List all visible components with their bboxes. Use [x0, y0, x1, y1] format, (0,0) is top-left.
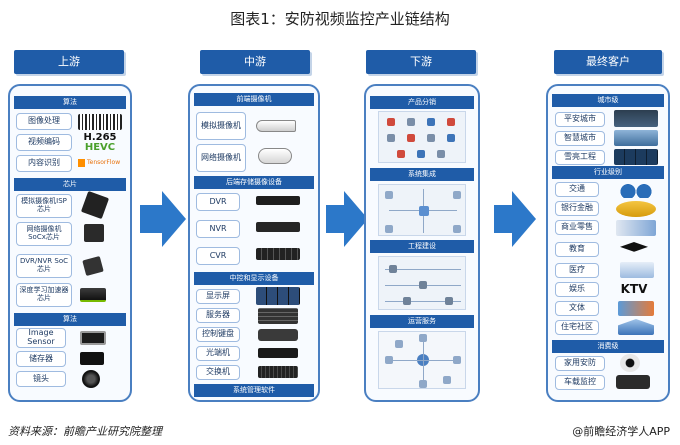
- final-city-item: 平安城市: [555, 112, 605, 127]
- upstream-algo-item: 视频编码: [16, 134, 72, 151]
- smart-city-image: [614, 130, 658, 146]
- final-industry-item: 商业零售: [555, 220, 599, 235]
- upstream-sensor-item: 储存器: [16, 351, 66, 367]
- down-section-header: 产品分销: [370, 96, 474, 109]
- upstream-chip-item: 模拟摄像机ISP芯片: [16, 194, 72, 218]
- traffic-icon: [616, 182, 656, 198]
- final-consumer-item: 车载监控: [555, 375, 605, 390]
- sensor-image: [80, 331, 106, 345]
- mid-storage-item: DVR: [196, 193, 240, 211]
- tensorflow-icon: [78, 158, 85, 167]
- keyboard-image: [258, 329, 298, 341]
- residential-icon: [618, 319, 654, 335]
- final-industry-item: 银行金融: [555, 201, 599, 216]
- chip-image: [84, 224, 104, 242]
- brand-credit: @前瞻经济学人APP: [572, 425, 670, 438]
- page-title: 图表1：安防视频监控产业链结构: [230, 10, 450, 28]
- lens-image: [82, 370, 100, 388]
- final-consumer-item: 家用安防: [555, 356, 605, 371]
- mid-control-item: 光端机: [196, 346, 240, 361]
- upstream-sensor-item: 镜头: [16, 371, 66, 387]
- flow-arrow-head: [162, 191, 186, 247]
- network-camera-image: [258, 148, 292, 164]
- final-city-item: 雪亮工程: [555, 150, 605, 165]
- barcode-image: [78, 114, 122, 130]
- system-integration-image: [378, 184, 466, 236]
- stage-header-final: 最终客户: [554, 50, 662, 74]
- stage-header-upstream: 上游: [14, 50, 124, 74]
- engineering-construction-image: [378, 256, 466, 310]
- down-section-header: 系统集成: [370, 168, 474, 181]
- mid-storage-item: CVR: [196, 247, 240, 265]
- cvr-device-image: [256, 248, 300, 260]
- down-section-header: 工程建设: [370, 240, 474, 253]
- upstream-chip-item: DVR/NVR SoC芯片: [16, 254, 72, 278]
- shopping-icon: [616, 220, 656, 236]
- mid-camera-item: 模拟摄像机: [196, 112, 246, 140]
- upstream-sensor-item: Image Sensor: [16, 328, 66, 348]
- final-industry-item: 医疗: [555, 263, 599, 278]
- upstream-algo-item: 内容识别: [16, 155, 72, 172]
- flow-arrow: [140, 205, 162, 233]
- final-city-item: 智慧城市: [555, 131, 605, 146]
- stage-header-downstream: 下游: [366, 50, 476, 74]
- sports-icon: [618, 301, 654, 316]
- final-industry-item: 娱乐: [555, 282, 599, 297]
- storage-image: [80, 352, 104, 365]
- accelerator-card-image: [80, 288, 106, 302]
- flow-arrow: [494, 205, 512, 233]
- mid-storage-header: 后端存储摄像设备: [194, 176, 314, 189]
- operation-service-image: [378, 331, 466, 389]
- ktv-logo: KTV: [620, 282, 648, 296]
- upstream-chip-header: 芯片: [14, 178, 126, 191]
- medical-icon: [620, 262, 654, 278]
- bank-icon: [616, 201, 656, 217]
- police-image: [614, 110, 658, 127]
- mid-camera-header: 前端摄像机: [194, 93, 314, 106]
- final-industry-item: 交通: [555, 182, 599, 197]
- display-wall-image: [256, 287, 300, 305]
- final-industry-item: 文体: [555, 301, 599, 316]
- optical-transceiver-image: [258, 348, 298, 358]
- mid-control-item: 服务器: [196, 308, 240, 323]
- stage-header-midstream: 中游: [200, 50, 310, 74]
- upstream-algo-item: 图像处理: [16, 113, 72, 130]
- mid-control-item: 控制键盘: [196, 327, 240, 342]
- upstream-chip-item: 深度学习加速器芯片: [16, 283, 72, 307]
- final-industry-item: 住宅社区: [555, 320, 599, 335]
- final-city-header: 城市级: [552, 94, 664, 107]
- mid-control-header: 中控和显示设备: [194, 272, 314, 285]
- flow-arrow-head: [512, 191, 536, 247]
- tensorflow-logo: TensorFlow: [78, 157, 122, 169]
- mid-control-item: 交换机: [196, 365, 240, 380]
- upstream-sensor-header: 算法: [14, 313, 126, 326]
- final-industry-item: 教育: [555, 242, 599, 257]
- product-distribution-image: [378, 111, 466, 163]
- analog-camera-image: [256, 120, 296, 132]
- final-consumer-header: 消费级: [552, 340, 664, 353]
- dvr-device-image: [256, 196, 300, 205]
- mid-camera-item: 网络摄像机: [196, 144, 246, 172]
- h265-logo: H.265 HEVC: [83, 132, 117, 153]
- surveillance-screen-image: [614, 149, 658, 165]
- flow-arrow: [326, 205, 344, 233]
- down-section-header: 运营服务: [370, 315, 474, 328]
- dashcam-image: [616, 375, 650, 389]
- nvr-device-image: [256, 222, 300, 232]
- upstream-algo-header: 算法: [14, 96, 126, 109]
- switch-image: [258, 366, 298, 378]
- mid-control-item: 显示屏: [196, 289, 240, 304]
- server-image: [258, 308, 298, 324]
- final-industry-header: 行业级别: [552, 166, 664, 179]
- source-note: 资料来源：前瞻产业研究院整理: [8, 425, 162, 438]
- home-camera-image: [620, 354, 640, 372]
- mid-storage-item: NVR: [196, 220, 240, 238]
- mid-software-header: 系统管理软件: [194, 384, 314, 397]
- graduation-cap-icon: [620, 242, 648, 252]
- upstream-chip-item: 网络摄像机SoCx芯片: [16, 222, 72, 246]
